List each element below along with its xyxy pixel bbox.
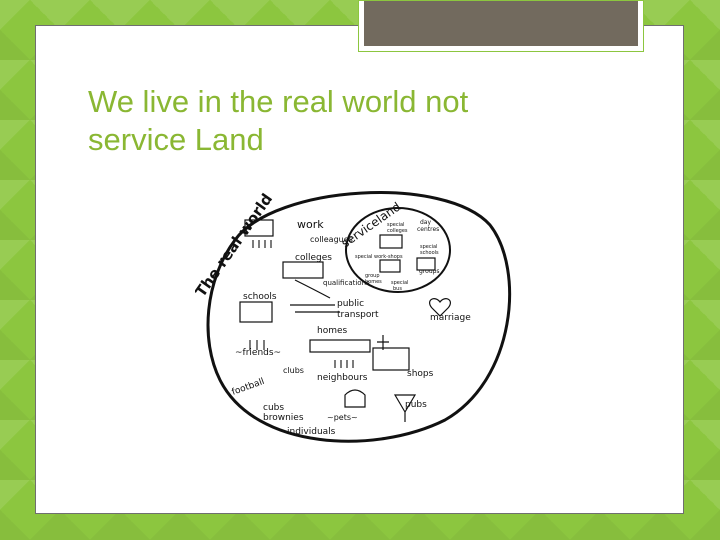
label-special-bus-1: special [391,280,408,286]
label-centres: centres [417,226,439,233]
label-brownies: brownies [263,413,304,423]
label-special-schools-2: schools [420,250,439,256]
label-schools: schools [243,292,277,302]
label-group-homes-1: group [365,273,380,279]
label-public: public [337,299,364,309]
people-sketches [249,240,354,368]
label-colleagues: colleagues [310,235,353,244]
slide-title: We live in the real world not service La… [88,83,568,159]
label-cubs: cubs [263,403,284,413]
label-colleges: colleges [295,253,332,263]
label-group-homes-2: homes [365,279,382,285]
slide-title-line-2: service Land [88,122,264,157]
real-world-drawing-svg: The real world serviceland work colleagu… [195,190,512,443]
label-special-bus-2: bus [393,286,402,292]
serviceland-circle [345,207,451,293]
label-transport: transport [337,310,379,320]
label-shops: shops [407,369,434,379]
label-friends: ~friends~ [235,348,281,358]
real-world-drawing: The real world serviceland work colleagu… [195,180,525,450]
building-sketches [239,219,451,422]
title-tab-fill [364,1,638,46]
outer-world-ellipse [206,191,512,443]
label-pets: ~pets~ [327,413,358,422]
label-groups: groups [419,268,440,275]
title-tab-decoration [358,0,644,52]
label-marriage: marriage [430,313,471,323]
label-clubs: clubs [283,366,304,375]
label-special-workshops: special work-shops [355,254,403,260]
label-homes: homes [317,326,348,336]
label-day: day [420,219,431,226]
label-neighbours: neighbours [317,373,368,383]
label-special-colleges-2: colleges [387,228,408,234]
slide-panel [35,25,684,514]
label-qualifications: qualifications [323,279,370,287]
label-special-schools-1: special [420,244,437,250]
label-work: work [297,218,324,231]
label-football: football [231,377,266,398]
real-world-label: The real world [195,190,276,300]
slide-title-line-1: We live in the real world not [88,84,469,119]
label-special-colleges-1: special [387,222,404,228]
label-pubs: pubs [405,400,427,410]
label-individuals: individuals [287,427,336,437]
